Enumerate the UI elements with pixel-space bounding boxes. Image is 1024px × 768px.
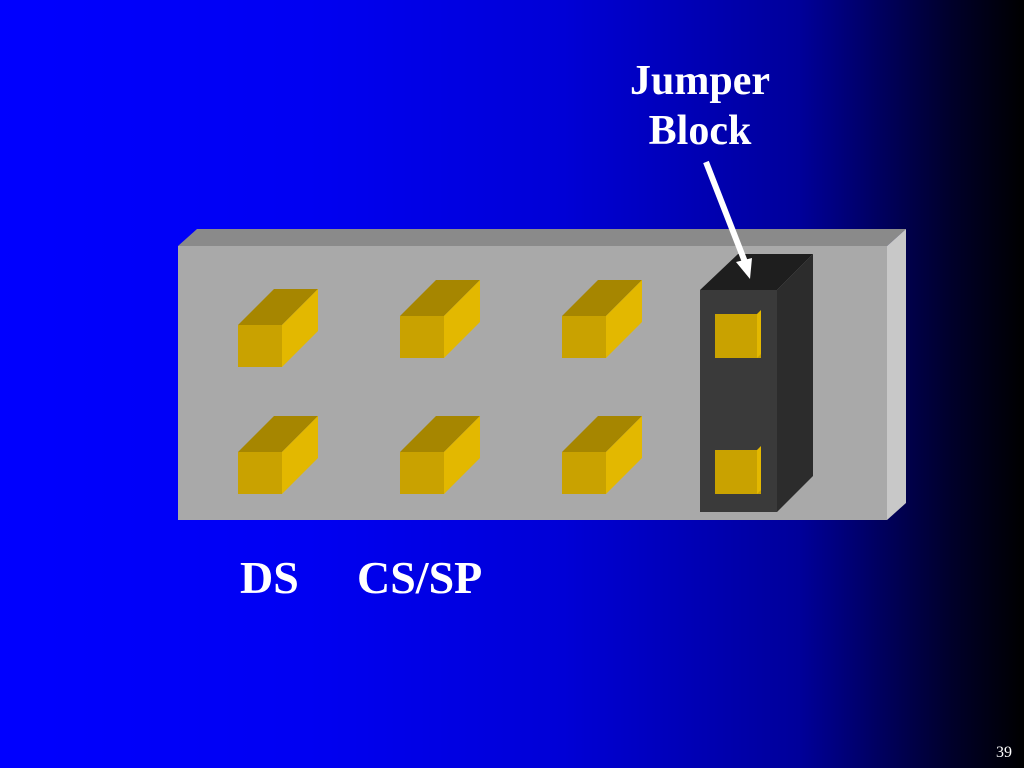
callout-line-1: Jumper (630, 58, 770, 104)
pin-top-2 (400, 280, 480, 358)
callout-line-2: Block (648, 108, 752, 154)
callout-arrow (703, 160, 752, 279)
pin-bottom-1 (238, 416, 318, 494)
board-top-face (178, 229, 906, 246)
jumper-block (700, 254, 813, 512)
pin-bottom-3 (562, 416, 642, 494)
ds-label: DS (240, 552, 299, 603)
jumper-block-callout: Jumper Block (600, 56, 800, 156)
jumper-block-side (777, 254, 813, 512)
pin-top-1 (238, 289, 318, 367)
jumper-block-top (700, 254, 813, 290)
jumper-pin-bottom (715, 446, 761, 494)
board-side-face (887, 229, 906, 520)
jumper-pin-top (715, 310, 761, 358)
pin-top-3 (562, 280, 642, 358)
cs-sp-label: CS/SP (357, 552, 483, 603)
slide-number: 39 (996, 744, 1012, 761)
pin-bottom-2 (400, 416, 480, 494)
